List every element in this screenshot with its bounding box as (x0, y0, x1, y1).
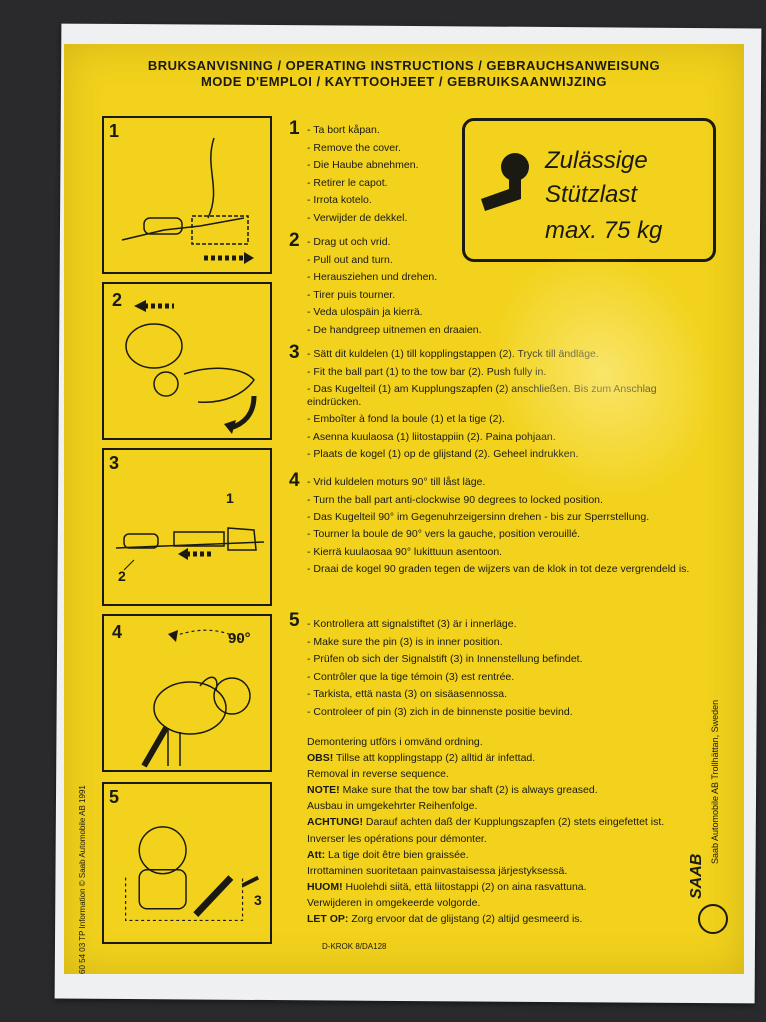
instruction-line: Die Haube abnehmen. (307, 157, 487, 175)
note-text: Tillse att kopplingstapp (2) alltid är i… (333, 752, 536, 764)
note-text: Huolehdi siitä, että liitostappi (2) on … (342, 881, 587, 893)
instruction-line: Prüfen ob sich der Signalstift (3) in In… (307, 651, 707, 669)
removal-note: OBS! Tillse att kopplingstapp (2) alltid… (307, 750, 707, 766)
instruction-line: Remove the cover. (307, 140, 487, 158)
note-text: Make sure that the tow bar shaft (2) is … (339, 784, 598, 796)
step-number: 4 (289, 470, 300, 491)
panel-number: 2 (112, 290, 123, 310)
instruction-line: Das Kugelteil (1) am Kupplungszapfen (2)… (307, 383, 707, 409)
instruction-line: Tirer puis tourner. (307, 287, 707, 305)
footer-code: D-KROK 8/DA128 (322, 942, 387, 951)
removal-note: LET OP: Zorg ervoor dat de glijstang (2)… (307, 911, 707, 927)
illustration-panel-1: 1 (102, 116, 272, 274)
cover-removal-illustration (121, 137, 254, 264)
removal-note: Att: La tige doit être bien graissée. (307, 847, 707, 863)
card-header: BRUKSANVISNING / OPERATING INSTRUCTIONS … (64, 58, 744, 90)
instruction-line: Fit the ball part (1) to the tow bar (2)… (307, 364, 707, 382)
saab-emblem-icon (698, 904, 728, 934)
step-number: 2 (289, 230, 300, 251)
removal-line: Inverser les opérations pour démonter. (307, 833, 487, 845)
instruction-line: Controleer of pin (3) zich in de binnens… (307, 704, 707, 722)
instruction-line: Plaats de kogel (1) op de glijstand (2).… (307, 446, 707, 464)
instruction-card: BRUKSANVISNING / OPERATING INSTRUCTIONS … (64, 44, 744, 974)
instruction-line: Draai de kogel 90 graden tegen de wijzer… (307, 563, 707, 576)
fit-ball-illustration (115, 527, 265, 571)
instruction-line: Tourner la boule de 90° vers la gauche, … (307, 526, 707, 544)
instruction-line: Tarkista, että nasta (3) on sisäasennoss… (307, 686, 707, 704)
instruction-line: Veda ulospäin ja kierrä. (307, 304, 707, 322)
removal-text: Demontering utförs i omvänd ordning. OBS… (307, 734, 707, 927)
angle-label: 90° (228, 630, 251, 647)
removal-note: HUOM! Huolehdi siitä, että liitostappi (… (307, 879, 707, 895)
instruction-line: Sätt dit kuldelen (1) till kopplingstapp… (307, 346, 707, 364)
removal-note: ACHTUNG! Darauf achten daß der Kupplungs… (307, 816, 707, 829)
check-pin-illustration (125, 826, 260, 922)
instruction-line: Make sure the pin (3) is in inner positi… (307, 634, 707, 652)
step-number: 5 (289, 610, 300, 631)
panel-number: 3 (109, 453, 120, 473)
instruction-line: Turn the ball part anti-clockwise 90 deg… (307, 492, 707, 510)
note-label: ACHTUNG! (307, 816, 363, 828)
removal-line: Irrottaminen suoritetaan painvastaisessa… (307, 865, 568, 877)
instruction-line: Kontrollera att signalstiftet (3) är i i… (307, 616, 707, 634)
step-3-text: Sätt dit kuldelen (1) till kopplingstapp… (307, 346, 707, 464)
towball-icon (481, 153, 529, 211)
note-label: Att: (307, 849, 326, 861)
note-text: La tige doit être bien graissée. (325, 849, 469, 861)
removal-line: Removal in reverse sequence. (307, 768, 449, 780)
instruction-line: Emboîter à fond la boule (1) et la tige … (307, 411, 707, 429)
step-1-text: Ta bort kåpan. Remove the cover. Die Hau… (307, 122, 487, 227)
instruction-line: De handgreep uitnemen en draaien. (307, 322, 707, 340)
panel-number: 1 (109, 121, 120, 141)
instruction-line: Das Kugelteil 90° im Gegenuhrzeigersinn … (307, 511, 707, 524)
part-label-bar: 2 (118, 568, 126, 584)
note-text: Darauf achten daß der Kupplungszapfen (2… (363, 816, 665, 828)
removal-note: NOTE! Make sure that the tow bar shaft (… (307, 782, 707, 798)
note-label: LET OP: (307, 913, 349, 925)
stamp-line-2: Stützlast (545, 181, 638, 208)
instruction-line: Retirer le capot. (307, 175, 487, 193)
part-label-ball: 1 (226, 490, 234, 506)
instruction-line: Irrota kotelo. (307, 192, 487, 210)
part-label-pin: 3 (254, 892, 262, 908)
instruction-line: Contrôler que la tige témoin (3) est ren… (307, 669, 707, 687)
instruction-line: Herausziehen und drehen. (307, 269, 707, 287)
instruction-line: Kierrä kuulaosaa 90° lukittuun asentoon. (307, 544, 707, 562)
removal-line: Ausbau in umgekehrter Reihenfolge. (307, 800, 478, 812)
instruction-line: Drag ut och vrid. (307, 234, 707, 252)
instruction-line: Asenna kuulaosa (1) liitostappiin (2). P… (307, 429, 707, 447)
saab-logo-text: SAAB (688, 853, 705, 899)
manufacturer-vertical: Saab Automobile AB Trollhättan, Sweden (710, 699, 720, 864)
note-text: Zorg ervoor dat de glijstang (2) altijd … (348, 913, 583, 925)
instruction-line: Vrid kuldelen moturs 90° till låst läge. (307, 474, 707, 492)
stamp-line-1: Zulässige (545, 147, 648, 174)
step-number: 1 (289, 118, 300, 139)
removal-line: Demontering utförs i omvänd ordning. (307, 736, 483, 748)
document-code-vertical: 60 54 03 TP Information © Saab Automobil… (78, 785, 87, 974)
instruction-line: Verwijder de dekkel. (307, 210, 487, 228)
header-line-2: MODE D'EMPLOI / KAYTTOOHJEET / GEBRUIKSA… (200, 74, 608, 89)
illustration-panel-3: 3 1 2 (102, 448, 272, 606)
step-number: 3 (289, 342, 300, 363)
step-4-text: Vrid kuldelen moturs 90° till låst läge.… (307, 474, 707, 578)
turn-ball-illustration (141, 629, 251, 768)
illustration-panel-2: 2 (102, 282, 272, 440)
illustration-panel-4: 4 90° (102, 614, 272, 772)
instruction-line: Ta bort kåpan. (307, 122, 487, 140)
removal-line: Verwijderen in omgekeerde volgorde. (307, 897, 481, 909)
step-5-text: Kontrollera att signalstiftet (3) är i i… (307, 616, 707, 721)
note-label: NOTE! (307, 784, 340, 796)
step-2-text: Drag ut och vrid. Pull out and turn. Her… (307, 234, 707, 339)
note-label: HUOM! (307, 881, 343, 893)
illustration-panel-5: 5 3 (102, 782, 272, 944)
pull-out-illustration (125, 300, 257, 434)
instruction-line: Pull out and turn. (307, 252, 707, 270)
note-label: OBS! (307, 752, 334, 764)
panel-number: 5 (109, 787, 120, 807)
panel-number: 4 (112, 622, 123, 642)
header-line-1: BRUKSANVISNING / OPERATING INSTRUCTIONS … (147, 58, 661, 73)
